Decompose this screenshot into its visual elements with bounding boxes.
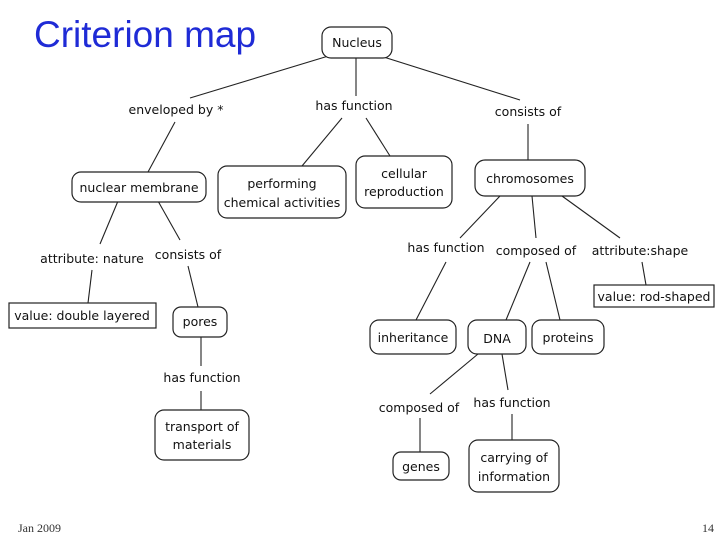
link-composed-of-1: composed of bbox=[496, 243, 577, 258]
link-has-function-2: has function bbox=[163, 370, 240, 385]
edge-membrane-attribute bbox=[99, 200, 119, 245]
edge-hasfunction-performing bbox=[301, 117, 343, 167]
node-pores-label: pores bbox=[183, 314, 218, 329]
node-transport-of-materials: transport of materials bbox=[154, 409, 250, 461]
edge-composed-dna bbox=[505, 261, 531, 321]
node-dna: DNA bbox=[467, 319, 527, 355]
node-pores: pores bbox=[172, 306, 228, 338]
node-proteins-label: proteins bbox=[543, 330, 594, 345]
edge-attrshape-valuerod bbox=[641, 261, 647, 286]
node-carrying-line2: information bbox=[478, 469, 550, 484]
node-value-double-label: value: double layered bbox=[14, 308, 150, 323]
node-cellular-line2: reproduction bbox=[364, 184, 444, 199]
edges bbox=[87, 53, 647, 452]
edge-hasfunction-cellular bbox=[365, 117, 391, 157]
node-performing-line2: chemical activities bbox=[224, 195, 340, 210]
edge-nucleus-enveloped bbox=[189, 53, 336, 99]
node-dna-label: DNA bbox=[483, 331, 511, 346]
edge-composed-proteins bbox=[545, 261, 561, 321]
node-nuclear-membrane-label: nuclear membrane bbox=[79, 180, 198, 195]
link-has-function-3: has function bbox=[407, 240, 484, 255]
node-nucleus-label: Nucleus bbox=[332, 35, 382, 50]
node-cellular-line1: cellular bbox=[381, 166, 428, 181]
edge-chromosomes-hasfunction bbox=[459, 195, 501, 239]
node-performing-line1: performing bbox=[247, 176, 316, 191]
edge-attribute-valuedouble bbox=[87, 269, 93, 304]
edge-consists-pores bbox=[187, 265, 199, 308]
node-cellular-reproduction: cellular reproduction bbox=[355, 155, 453, 209]
node-genes-label: genes bbox=[402, 459, 440, 474]
node-transport-line2: materials bbox=[173, 437, 232, 452]
node-value-double-layered: value: double layered bbox=[8, 302, 157, 329]
edge-membrane-consists bbox=[157, 200, 181, 241]
link-attribute-shape: attribute:shape bbox=[592, 243, 689, 258]
node-inheritance-label: inheritance bbox=[378, 330, 449, 345]
edge-enveloped-membrane bbox=[147, 121, 176, 173]
link-has-function-4: has function bbox=[473, 395, 550, 410]
node-transport-line1: transport of bbox=[165, 419, 239, 434]
node-nucleus: Nucleus bbox=[321, 26, 393, 59]
slide-title: Criterion map bbox=[34, 14, 257, 55]
link-has-function-1: has function bbox=[315, 98, 392, 113]
node-genes: genes bbox=[392, 451, 450, 481]
footer-date: Jan 2009 bbox=[18, 521, 61, 535]
node-carrying-line1: carrying of bbox=[480, 450, 548, 465]
edge-dna-composed bbox=[429, 353, 479, 395]
node-carrying-of-information: carrying of information bbox=[468, 439, 560, 493]
node-performing: performing chemical activities bbox=[217, 165, 347, 219]
edge-nucleus-consists bbox=[373, 53, 521, 101]
edge-hasfunction-inheritance bbox=[415, 261, 447, 321]
node-value-rod-label: value: rod-shaped bbox=[598, 289, 711, 304]
link-consists-of-2: consists of bbox=[155, 247, 222, 262]
link-composed-of-2: composed of bbox=[379, 400, 460, 415]
link-attribute-nature: attribute: nature bbox=[40, 251, 144, 266]
edge-chromosomes-attrshape bbox=[561, 195, 621, 239]
link-consists-of-1: consists of bbox=[495, 104, 562, 119]
link-labels: enveloped by * has function consists of … bbox=[40, 98, 688, 415]
node-chromosomes-label: chromosomes bbox=[486, 171, 574, 186]
node-proteins: proteins bbox=[531, 319, 605, 355]
node-nuclear-membrane: nuclear membrane bbox=[71, 171, 207, 203]
node-value-rod-shaped: value: rod-shaped bbox=[593, 284, 715, 308]
node-chromosomes: chromosomes bbox=[474, 159, 586, 197]
node-inheritance: inheritance bbox=[369, 319, 457, 355]
link-enveloped-by: enveloped by * bbox=[129, 102, 224, 117]
edge-chromosomes-composed bbox=[531, 195, 537, 239]
page-number: 14 bbox=[702, 521, 714, 535]
edge-dna-hasfunction bbox=[501, 353, 509, 391]
